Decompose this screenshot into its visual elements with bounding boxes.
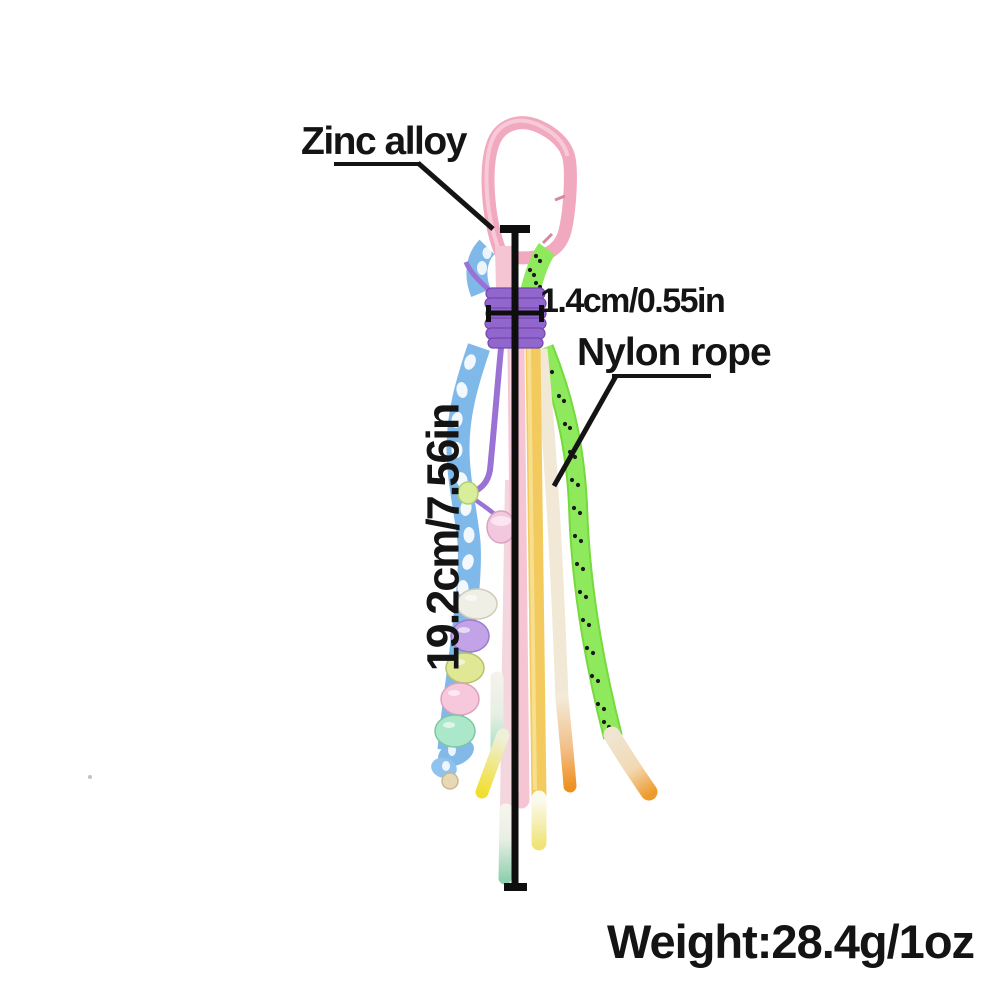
- callout-lines: [334, 161, 711, 488]
- photo-speckle: [88, 775, 92, 779]
- pink-white-bead: [486, 510, 516, 544]
- carabiner-gate-notches: [541, 194, 566, 245]
- bead-string-graphic: [434, 481, 516, 748]
- zinc-alloy-label: Zinc alloy: [301, 120, 467, 163]
- nylon-rope-pointer-line: [551, 374, 619, 488]
- pink-bead: [440, 682, 480, 716]
- small-lime-bead: [457, 481, 479, 505]
- green-rope-tip: [603, 726, 658, 801]
- width-measure-left-cap: [486, 305, 491, 322]
- green-rope-specks: [544, 365, 612, 730]
- vertical-measure-bottom-cap: [504, 883, 527, 891]
- zinc-alloy-pointer-line: [416, 161, 495, 231]
- mint-bead: [434, 714, 476, 748]
- weight-label: Weight:28.4g/1oz: [607, 915, 975, 968]
- nylon-rope-label: Nylon rope: [577, 331, 772, 374]
- mint-rope-tip: [498, 803, 513, 885]
- measure-line-caps: [486, 225, 544, 891]
- carabiner-clip-graphic: [481, 116, 577, 265]
- width-measure-right-cap: [539, 305, 544, 322]
- length-measurement-label: 19.2cm/7.56in: [417, 404, 469, 672]
- rope-loops-graphic: [466, 239, 556, 297]
- orange-rope-tip: [555, 691, 577, 793]
- measure-lines: [488, 229, 542, 887]
- width-measurement-label: 1.4cm/0.55in: [540, 282, 726, 320]
- angled-yellow-rope-tip: [475, 728, 510, 799]
- vertical-measure-top-cap: [500, 225, 530, 233]
